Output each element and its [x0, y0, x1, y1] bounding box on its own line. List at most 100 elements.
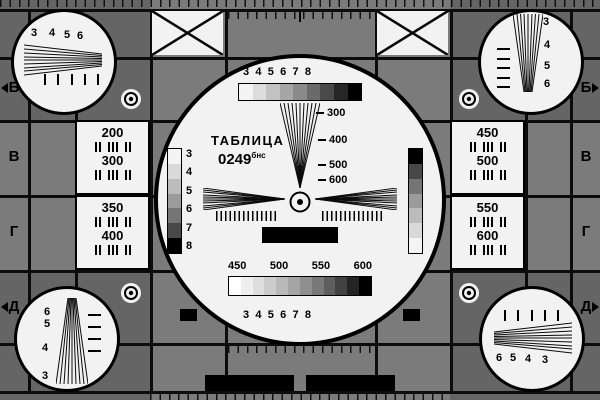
tick-marks — [94, 170, 132, 180]
tick — [469, 245, 472, 255]
card-title: ТАБЛИЦА — [211, 133, 285, 148]
tick — [115, 217, 118, 227]
row-marker-arrow-right-b — [592, 83, 599, 93]
tick — [490, 245, 493, 255]
row-letter-right-b: Б — [580, 79, 592, 96]
row-letter-left-v: В — [8, 148, 20, 165]
wedge-label: 400 — [329, 134, 348, 146]
corner-number: 5 — [64, 29, 71, 41]
tick-marks — [504, 310, 559, 321]
gray-step — [276, 277, 289, 295]
row-letter-right-g: Г — [581, 223, 591, 240]
gray-step — [359, 277, 371, 295]
tick — [473, 217, 476, 227]
diagonal-test-cell-left — [152, 11, 223, 55]
convergence-target-icon — [121, 89, 141, 109]
tick — [504, 310, 506, 321]
grid-line — [0, 9, 600, 12]
tick — [94, 245, 97, 255]
tick — [543, 310, 546, 321]
tick — [486, 245, 489, 255]
grayscale-bar-top — [238, 83, 362, 101]
tick — [530, 310, 533, 321]
tick — [469, 142, 472, 152]
tick — [98, 217, 101, 227]
corner-number: 6 — [496, 352, 503, 364]
scale-number: 4 — [186, 166, 193, 179]
corner-number: 4 — [525, 353, 532, 365]
panel-number: 350 — [101, 200, 124, 215]
black-square-right — [403, 309, 420, 321]
gray-step — [333, 84, 348, 100]
gray-step — [279, 84, 294, 100]
tick — [503, 245, 506, 255]
gray-step — [264, 277, 277, 295]
tick — [98, 170, 101, 180]
corner-number: 3 — [542, 354, 549, 366]
panel-number: 300 — [101, 153, 124, 168]
corner-number: 6 — [44, 306, 51, 318]
tick — [128, 142, 131, 152]
gray-step — [168, 163, 181, 179]
frequency-number: 7 — [292, 66, 299, 78]
card-code-suffix: бнс — [251, 151, 266, 160]
grid-line — [28, 9, 31, 391]
gray-step — [409, 178, 422, 194]
tick — [70, 74, 73, 85]
corner-number: 6 — [77, 30, 84, 42]
corner-number: 4 — [42, 342, 49, 354]
tick — [98, 245, 101, 255]
tick — [94, 142, 97, 152]
wedge-label: 500 — [329, 159, 348, 171]
gray-step — [168, 238, 181, 254]
corner-number: 4 — [49, 27, 56, 39]
tick — [88, 350, 101, 352]
gray-step — [409, 238, 422, 254]
gray-step — [347, 84, 362, 100]
tick — [482, 217, 485, 227]
left-scale-numbers: 3 4 5 6 7 8 — [186, 148, 198, 252]
gray-step — [266, 84, 280, 100]
tick — [503, 170, 506, 180]
wedge-label-dash — [318, 164, 326, 166]
gray-step — [240, 277, 253, 295]
tick — [499, 217, 502, 227]
gray-step — [168, 193, 181, 209]
scale-number: 7 — [186, 221, 193, 234]
convergence-target-icon — [121, 283, 141, 303]
grid-line — [0, 391, 600, 394]
tick — [88, 314, 101, 316]
frequency-number: 4 — [255, 66, 262, 78]
resolution-wedge-left-icon — [203, 188, 285, 210]
tick — [107, 217, 110, 227]
frequency-number: 8 — [304, 309, 311, 321]
row-letter-left-d: Д — [8, 298, 20, 315]
tick-marks — [469, 217, 507, 227]
tick — [486, 142, 489, 152]
grayscale-strip-left — [167, 148, 182, 254]
resolution-wedge-right-icon — [315, 188, 397, 210]
tick — [497, 48, 510, 50]
corner-circle-bottom-right — [479, 286, 585, 392]
grid-line — [525, 9, 528, 391]
tick-marks — [94, 217, 132, 227]
center-target-icon — [289, 191, 311, 213]
frequency-number: 8 — [304, 66, 311, 78]
center-ruler-major-tick — [299, 9, 301, 22]
tick-marks — [44, 74, 99, 85]
tick — [557, 310, 559, 321]
gray-step — [293, 84, 307, 100]
frequency-number: 3 — [243, 309, 250, 321]
tick — [503, 142, 506, 152]
row-marker-arrow-left-b — [1, 83, 8, 93]
grayscale-bar-bottom — [228, 276, 372, 296]
scale-number: 5 — [186, 184, 193, 197]
row-marker-arrow-right-d — [592, 302, 599, 312]
black-reference-bar — [262, 227, 338, 243]
tick-marks — [469, 142, 507, 152]
corner-number: 3 — [543, 16, 550, 28]
tick — [124, 245, 127, 255]
bottom-frequency-numbers: 3 4 5 6 7 8 — [243, 309, 311, 322]
bottom-black-bar-right — [306, 375, 395, 391]
